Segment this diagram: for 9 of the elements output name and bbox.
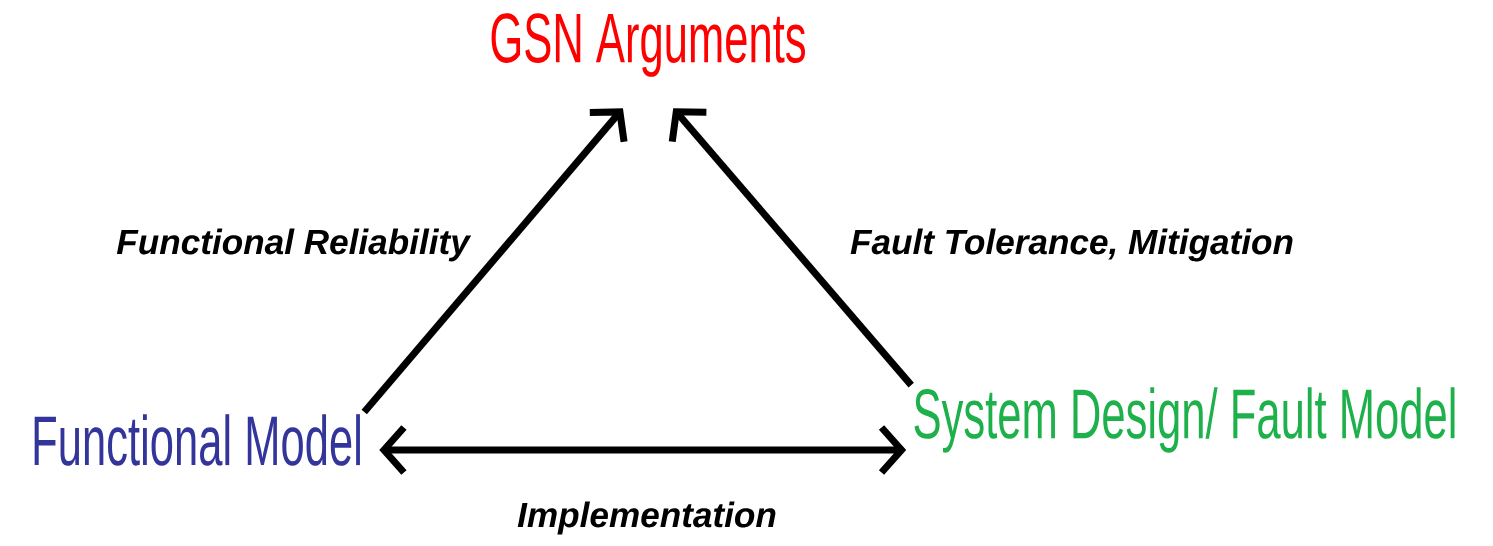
edge-label: Fault Tolerance, Mitigation xyxy=(850,228,1293,262)
arrow xyxy=(379,425,907,475)
arrow xyxy=(668,108,914,388)
node-label: System Design/ Fault Model xyxy=(914,387,1455,453)
arrow xyxy=(361,108,628,415)
edge-label: Functional Reliability xyxy=(116,228,472,262)
edge-label: Implementation xyxy=(517,501,776,535)
node-label: GSN Arguments xyxy=(491,13,805,77)
node-label: Functional Model xyxy=(34,414,360,466)
